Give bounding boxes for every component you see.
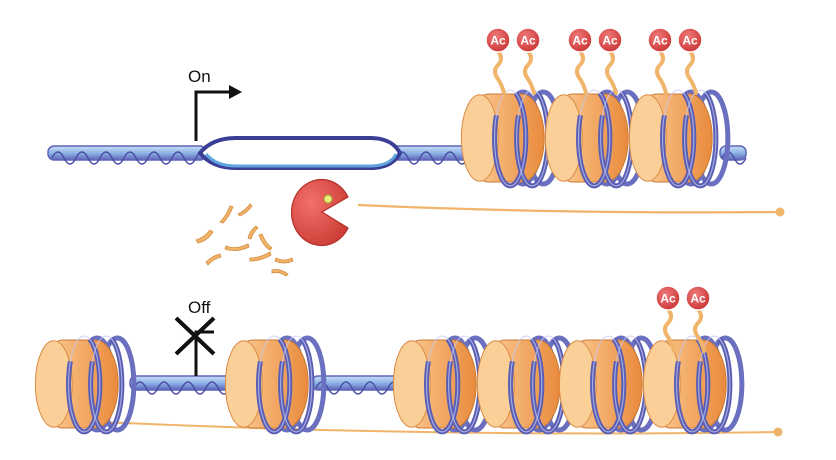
deacetylase-section xyxy=(195,178,785,277)
dna-strand-bottom xyxy=(129,375,407,395)
acetyl-label: Ac xyxy=(682,34,698,48)
acetyl-label: Ac xyxy=(602,34,618,48)
acetyl-label: Ac xyxy=(520,34,536,48)
acetyl-label: Ac xyxy=(490,34,506,48)
acetyl-label: Ac xyxy=(690,292,706,306)
acetyl-mark: Ac xyxy=(677,27,703,95)
acetyl-mark: Ac xyxy=(655,285,681,353)
pacman-enzyme-icon xyxy=(290,178,349,247)
nucleosome-array-top xyxy=(460,87,731,189)
promoter-off-label: Off xyxy=(188,298,211,317)
acetyl-mark: Ac xyxy=(515,27,541,95)
acetyl-mark: Ac xyxy=(485,27,511,95)
bottom-tail-end-dot xyxy=(773,427,783,437)
nucleosome xyxy=(224,333,327,435)
tail-end-dot xyxy=(775,207,785,217)
acetyl-mark: Ac xyxy=(597,27,623,95)
acetyl-mark: Ac xyxy=(685,285,711,353)
bottom-panel: Off Ac Ac xyxy=(34,285,783,437)
transcription-bubble xyxy=(197,136,403,170)
acetylation-marks-bottom: Ac Ac xyxy=(655,285,711,353)
bent-arrow-icon xyxy=(194,85,242,141)
free-tail-strand xyxy=(357,203,781,214)
acetyl-mark: Ac xyxy=(567,27,593,95)
degraded-tail-fragments-icon xyxy=(195,203,294,277)
crossed-out-promoter-icon xyxy=(174,316,216,376)
acetyl-mark: Ac xyxy=(647,27,673,95)
bottom-tail-strand xyxy=(59,419,779,435)
acetylation-marks-top: Ac Ac Ac Ac Ac Ac xyxy=(485,27,703,95)
acetyl-label: Ac xyxy=(572,34,588,48)
nucleosome xyxy=(628,87,731,189)
nucleosome xyxy=(642,333,745,435)
nucleosome-array-bottom xyxy=(34,333,745,435)
promoter-on-label: On xyxy=(188,67,211,86)
top-panel: On Ac Ac Ac Ac Ac Ac xyxy=(47,27,747,189)
acetyl-label: Ac xyxy=(660,292,676,306)
acetyl-label: Ac xyxy=(652,34,668,48)
nucleosome xyxy=(34,333,137,435)
